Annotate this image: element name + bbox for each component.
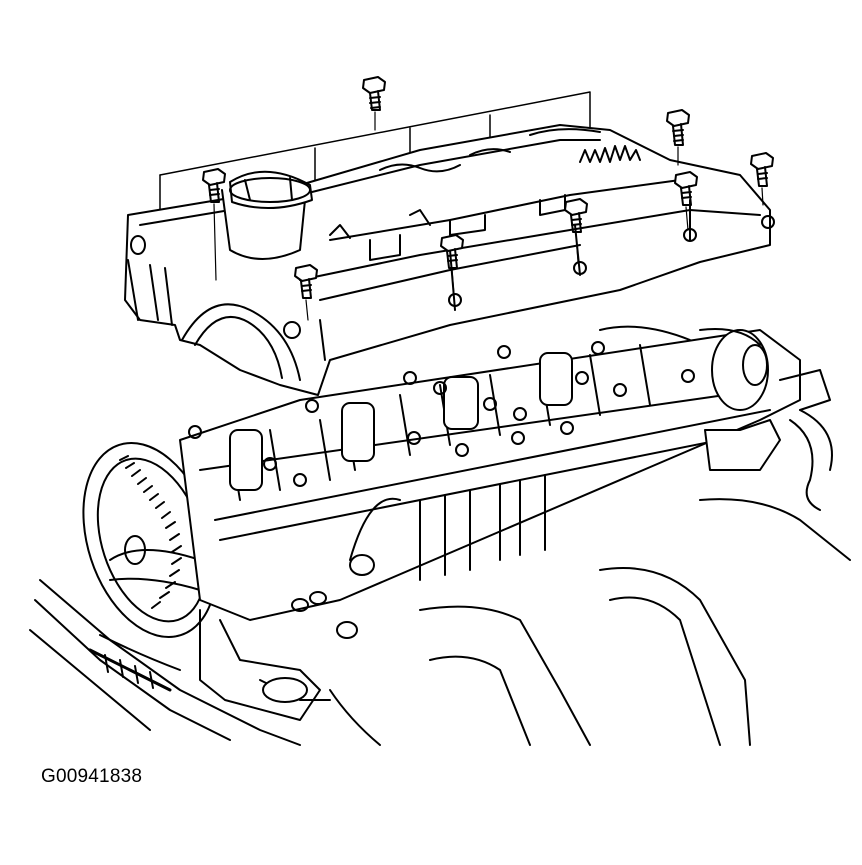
bolt-4 [675,172,697,230]
bolt-7 [441,235,463,295]
bolt-2 [667,110,689,165]
bolt-1 [363,77,385,130]
bolt-5 [203,169,225,280]
cylinder-head [180,327,832,720]
figure-code-label: G00941838 [41,766,143,787]
bolt-6 [565,199,587,262]
valve-cover-bolts [203,77,773,320]
engine-valve-cover-illustration [0,0,862,760]
bolt-3 [751,153,773,205]
oil-filler-cap [222,172,312,259]
bolt-8 [295,265,317,320]
